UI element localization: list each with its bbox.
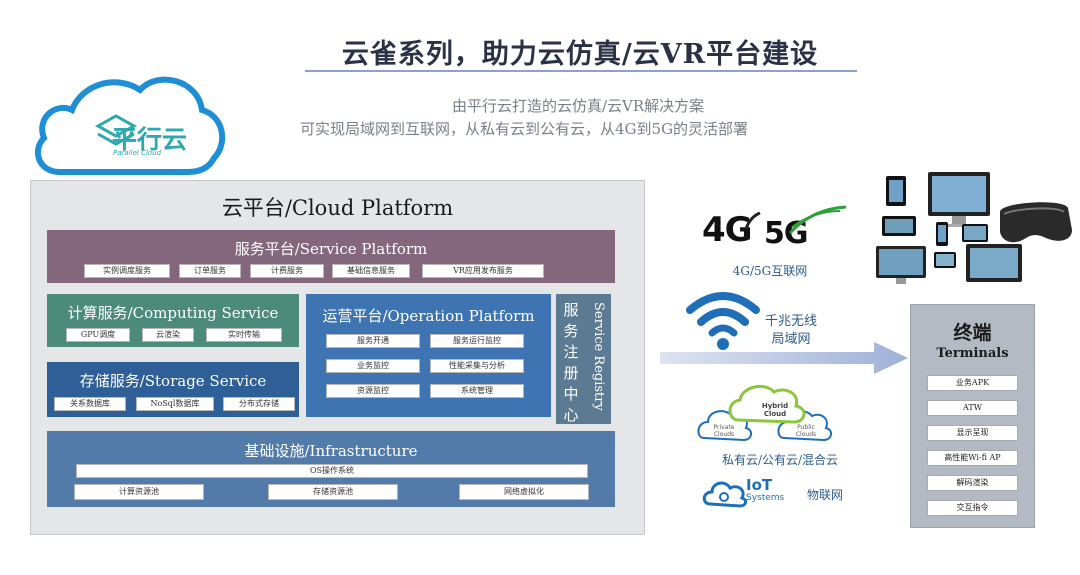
operation-item: 服务开通: [326, 334, 420, 348]
wifi-icon: [686, 292, 760, 350]
service-item: VR应用发布服务: [422, 264, 544, 278]
computing-item: 实时传输: [206, 328, 282, 342]
hybrid-label-line-1: Hybrid: [761, 402, 789, 410]
service-item: 订单服务: [179, 264, 241, 278]
subtitle-line-2: 可实现局域网到互联网，从私有云到公有云，从4G到5G的灵活部署: [300, 120, 749, 138]
devices-icon: [876, 172, 1072, 284]
wifi-label-2: 局域网: [771, 332, 811, 347]
service-item: 实例调度服务: [84, 264, 170, 278]
terminals-title-en: Terminals: [936, 346, 1009, 361]
logo-text: 平行云: [112, 125, 188, 154]
iot-label: 物联网: [806, 488, 843, 502]
operation-platform-title: 运营平台/Operation Platform: [322, 307, 535, 325]
service-registry-panel: [556, 294, 611, 424]
private-cloud-label: Private Clouds: [704, 424, 744, 438]
service-item: 基础信息服务: [332, 264, 410, 278]
os-bar: OS操作系统: [76, 464, 588, 478]
storage-item: NoSql数据库: [136, 397, 214, 411]
computing-service-title: 计算服务/Computing Service: [67, 304, 279, 322]
computing-item: 云渲染: [142, 328, 194, 342]
iot-text: IoT: [746, 476, 773, 494]
cloud-platform-title: 云平台/Cloud Platform: [221, 196, 454, 220]
iot-systems-text: Systems: [746, 493, 785, 503]
storage-item: 关系数据库: [54, 397, 126, 411]
operation-item: 性能采集与分析: [430, 359, 524, 373]
terminal-item: ATW: [927, 400, 1018, 416]
operation-item: 业务监控: [326, 359, 420, 373]
infrastructure-item: 网络虚拟化: [459, 484, 589, 500]
hybrid-cloud-diagram-icon: [697, 384, 832, 442]
public-label-line-1: Public: [797, 424, 815, 431]
infrastructure-item: 计算资源池: [74, 484, 204, 500]
operation-item: 服务运行监控: [430, 334, 524, 348]
iot-cloud-icon: [702, 481, 748, 508]
hybrid-cloud-label: Hybrid Cloud: [757, 402, 793, 418]
operation-item: 系统管理: [430, 384, 524, 398]
page-title: 云雀系列，助力云仿真/云VR平台建设: [341, 39, 819, 70]
storage-item: 分布式存储: [223, 397, 295, 411]
cloud-logo-icon: [34, 76, 226, 175]
terminal-item: 解码渲染: [927, 475, 1018, 491]
title-underline: [305, 70, 857, 72]
infrastructure-item: 存储资源池: [268, 484, 398, 500]
subtitle-line-1: 由平行云打造的云仿真/云VR解决方案: [452, 97, 705, 115]
wifi-label-1: 千兆无线: [764, 314, 817, 329]
terminal-item: 显示呈现: [927, 425, 1018, 441]
logo-4g: 4G: [702, 210, 753, 250]
private-label-line-1: Private: [713, 424, 735, 431]
service-item: 计费服务: [250, 264, 324, 278]
arrow-right-icon: [660, 342, 908, 374]
infrastructure-title: 基础设施/Infrastructure: [244, 442, 418, 460]
terminals-title-cn: 终端: [953, 322, 992, 344]
hybrid-label-line-2: Cloud: [763, 410, 787, 418]
storage-service-title: 存储服务/Storage Service: [79, 372, 267, 390]
private-label-line-2: Clouds: [713, 431, 735, 438]
service-registry-cn: 服务注册中心: [563, 301, 579, 424]
operation-item: 资源监控: [326, 384, 420, 398]
service-platform-title: 服务平台/Service Platform: [234, 240, 428, 258]
terminal-item: 业务APK: [927, 375, 1018, 391]
signal-waves-icon: [744, 205, 847, 235]
cloud-types-label: 私有云/公有云/混合云: [721, 453, 839, 467]
terminal-item: 高性能Wi-fi AP: [927, 450, 1018, 466]
service-registry-en: Service Registry: [591, 302, 606, 411]
public-cloud-label: Public Clouds: [786, 424, 826, 438]
public-label-line-2: Clouds: [795, 431, 817, 438]
terminal-item: 交互指令: [927, 500, 1018, 516]
label-4g5g: 4G/5G互联网: [732, 264, 808, 278]
computing-item: GPU调度: [66, 328, 130, 342]
logo-subtext: Parallel Cloud: [113, 149, 162, 157]
